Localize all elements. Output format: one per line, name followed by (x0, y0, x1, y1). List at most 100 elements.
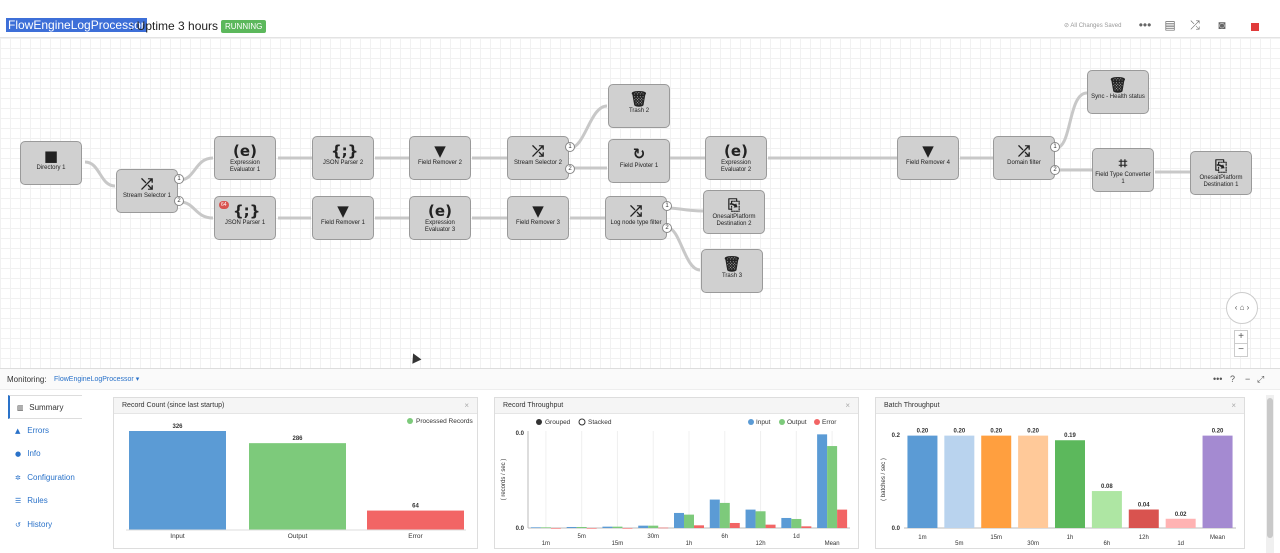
node-field-pivoter-1[interactable]: ↻ Field Pivoter 1 (608, 139, 670, 183)
tab-label: Configuration (27, 472, 75, 482)
expand-icon[interactable]: ⤢ (1257, 374, 1265, 384)
bar (129, 431, 226, 530)
legend-label: Processed Records (416, 418, 473, 425)
pivot-icon: ↻ (632, 145, 646, 163)
close-icon[interactable]: × (464, 401, 469, 410)
node-sync-health-status[interactable]: 🗑 Sync - Health status (1087, 70, 1149, 114)
destination-icon: ⎘ (727, 196, 740, 214)
monitoring-tabs: ▥ Summary ▲ Errors ● Info ✲ Configuratio… (8, 395, 82, 536)
node-directory-1[interactable]: ■ Directory 1 (20, 141, 82, 185)
node-label: Field Remover 4 (905, 160, 950, 166)
bar (622, 528, 633, 529)
shuffle-icon[interactable]: ⤮ (1190, 18, 1200, 32)
more-options-icon[interactable]: ••• (1213, 374, 1223, 384)
pipeline-title[interactable]: FlowEngineLogProcessor (6, 18, 147, 32)
node-onesait-destination-1[interactable]: ⎘ OnesaitPlatform Destination 1 (1190, 151, 1252, 195)
node-expression-evaluator-1[interactable]: (e) Expression Evaluator 1 (214, 136, 276, 180)
bar (745, 509, 756, 528)
output-port-2[interactable]: 2 (174, 196, 184, 206)
tab-errors[interactable]: ▲ Errors (8, 419, 82, 443)
tab-label: Rules (27, 496, 48, 505)
y-tick-label: 0.2 (892, 433, 901, 439)
data-label: 0.04 (1138, 503, 1150, 509)
tab-label: Errors (27, 425, 50, 435)
output-port-1[interactable]: 1 (565, 142, 575, 152)
node-json-parser-2[interactable]: {;} JSON Parser 2 (312, 136, 374, 180)
data-label: 0.08 (1101, 484, 1113, 490)
node-label: Expression Evaluator 1 (229, 160, 261, 173)
bar-chart-icon: ▥ (17, 404, 24, 412)
camera-icon[interactable]: ◙ (1218, 18, 1226, 32)
json-file-icon: {;} (331, 142, 359, 160)
more-options-icon[interactable]: ••• (1138, 18, 1152, 32)
zoom-in-button[interactable]: + (1234, 330, 1248, 344)
output-port-2[interactable]: 2 (662, 223, 672, 233)
tab-history[interactable]: ↺ History (8, 513, 82, 537)
node-expression-evaluator-2[interactable]: (e) Expression Evaluator 2 (705, 136, 767, 180)
bar (602, 526, 613, 528)
bar (944, 435, 975, 528)
bar (1165, 518, 1196, 528)
node-field-remover-3[interactable]: ▼ Field Remover 3 (507, 196, 569, 240)
bar (781, 517, 792, 528)
node-log-node-type-filter[interactable]: ⤮ Log node type filter (605, 196, 667, 240)
tick-label: Input (170, 533, 185, 540)
tick-label: 1m (542, 541, 550, 547)
tab-info[interactable]: ● Info (8, 442, 82, 466)
bar (1128, 509, 1159, 528)
help-icon[interactable]: ? (1230, 374, 1236, 384)
pipeline-edges (84, 91, 1190, 272)
node-field-remover-4[interactable]: ▼ Field Remover 4 (897, 136, 959, 180)
node-trash-2[interactable]: 🗑 Trash 2 (608, 84, 670, 128)
pipeline-canvas[interactable]: ■ Directory 1 ⤮ Stream Selector 1 (e) Ex… (0, 38, 1280, 368)
output-port-1[interactable]: 1 (662, 201, 672, 211)
minimize-icon[interactable]: − (1245, 374, 1251, 384)
close-icon[interactable]: × (845, 401, 850, 410)
zoom-out-button[interactable]: − (1234, 343, 1248, 357)
node-label: JSON Parser 1 (224, 220, 266, 226)
tab-rules[interactable]: ☰ Rules (8, 489, 82, 513)
close-icon[interactable]: × (1231, 401, 1236, 410)
record-count-panel: Record Count (since last startup) × Proc… (113, 397, 478, 549)
output-port-1[interactable]: 1 (1050, 142, 1060, 152)
node-label: Directory 1 (36, 165, 66, 171)
node-field-type-converter-1[interactable]: ⌗ Field Type Converter 1 (1092, 148, 1154, 192)
node-onesait-destination-2[interactable]: ⎘ OnesaitPlatform Destination 2 (703, 190, 765, 234)
node-stream-selector-1[interactable]: ⤮ Stream Selector 1 (116, 169, 178, 213)
history-icon: ↺ (15, 520, 21, 529)
node-field-remover-1[interactable]: ▼ Field Remover 1 (312, 196, 374, 240)
document-icon[interactable]: ▤ (1164, 18, 1176, 32)
output-port-2[interactable]: 2 (565, 164, 575, 174)
bar (684, 514, 694, 528)
tick-label: 15m (612, 541, 624, 547)
output-port-2[interactable]: 2 (1050, 165, 1060, 175)
node-stream-selector-2[interactable]: ⤮ Stream Selector 2 (507, 136, 569, 180)
node-json-parser-1[interactable]: 64 {;} JSON Parser 1 (214, 196, 276, 240)
expression-icon: (e) (428, 202, 452, 220)
tick-label: 1h (1067, 535, 1074, 541)
node-trash-3[interactable]: 🗑 Trash 3 (701, 249, 763, 293)
node-domain-filter[interactable]: ⤮ Domain filter (993, 136, 1055, 180)
bar (576, 526, 587, 528)
bar (755, 511, 766, 528)
node-label: Expression Evaluator 2 (720, 160, 752, 173)
data-label: 326 (172, 424, 183, 430)
node-expression-evaluator-3[interactable]: (e) Expression Evaluator 3 (409, 196, 471, 240)
pan-control[interactable]: ‹ ⌂ › (1226, 292, 1258, 324)
bar (719, 502, 730, 528)
scrollbar-thumb[interactable] (1267, 398, 1273, 538)
y-axis-label: ( batches / sec ) (881, 458, 887, 501)
tick-label: 30m (1027, 541, 1039, 547)
bar (1202, 435, 1233, 528)
y-tick-label: 0.0 (516, 526, 525, 532)
node-field-remover-2[interactable]: ▼ Field Remover 2 (409, 136, 471, 180)
monitoring-pipeline-dropdown[interactable]: FlowEngineLogProcessor ▾ (54, 376, 140, 383)
stop-button[interactable] (1251, 23, 1259, 31)
bar (540, 527, 551, 528)
funnel-icon: ▼ (532, 202, 544, 220)
output-port-1[interactable]: 1 (174, 174, 184, 184)
tab-configuration[interactable]: ✲ Configuration (8, 466, 82, 490)
tab-summary[interactable]: ▥ Summary (8, 395, 82, 419)
